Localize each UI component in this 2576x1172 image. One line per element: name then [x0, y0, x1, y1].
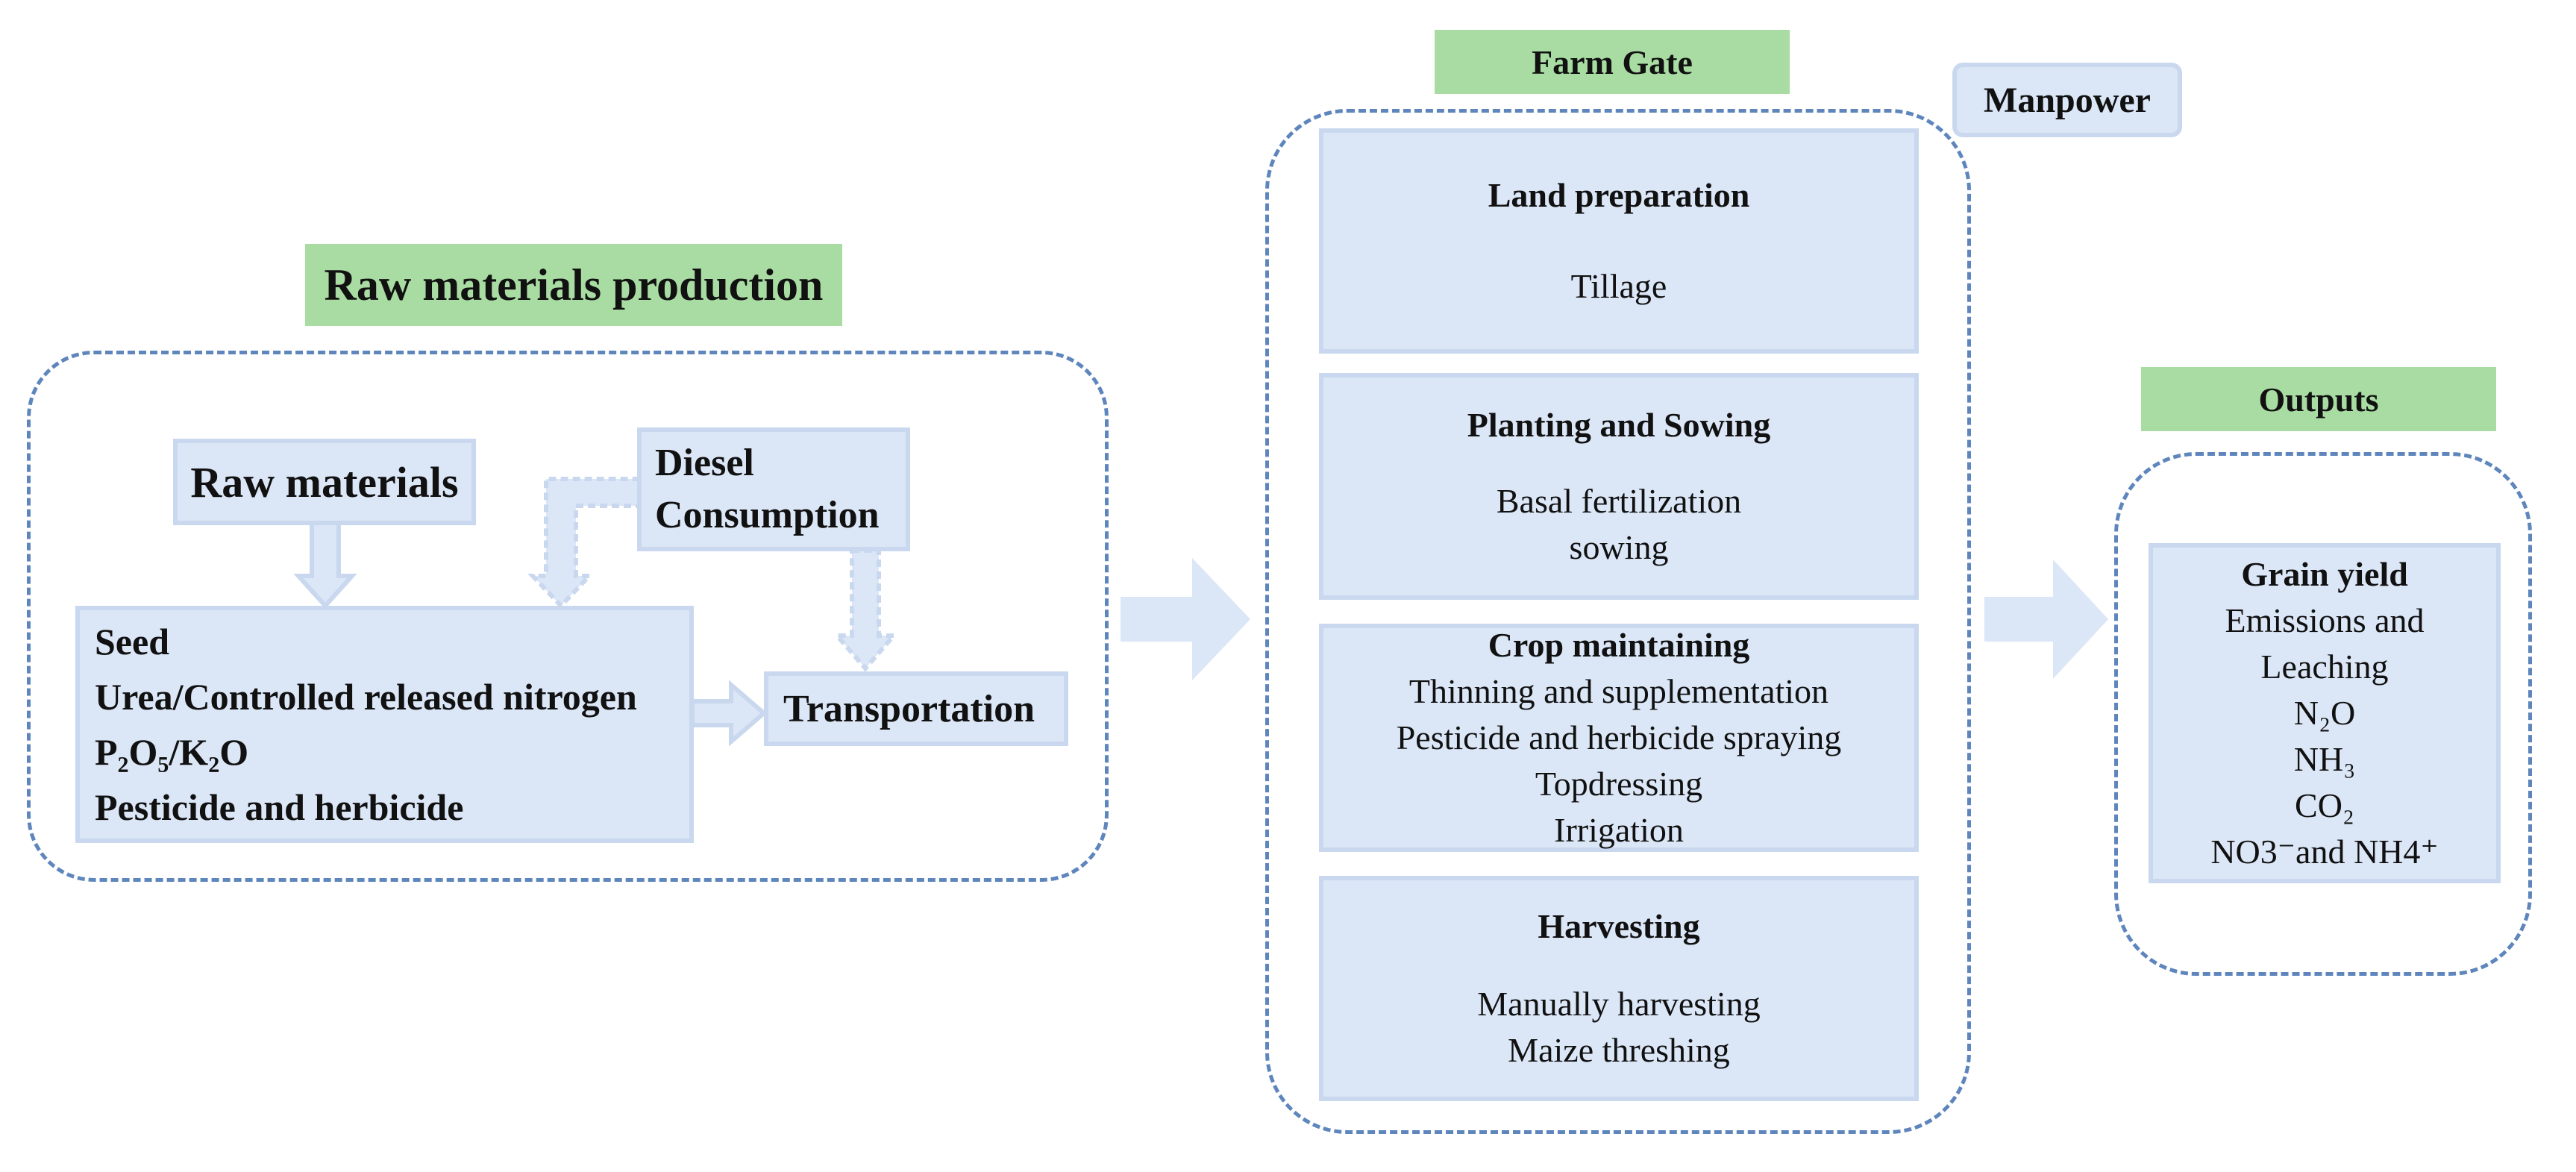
raw-section-container [27, 351, 1109, 882]
output-leaching: Leaching [2260, 648, 2389, 686]
outputs-title: Outputs [2141, 367, 2496, 431]
input-urea: Urea/Controlled released nitrogen [95, 676, 637, 718]
stage-title: Land preparation [1488, 176, 1750, 214]
outputs-box: Grain yield Emissions and Leaching N₂O N… [2149, 543, 2501, 883]
stage-harvesting: Harvesting Manually harvesting Maize thr… [1319, 876, 1919, 1101]
diesel-label-2: Consumption [655, 494, 880, 536]
stage-item: Pesticide and herbicide spraying [1396, 718, 1842, 756]
stage-item: Topdressing [1535, 765, 1703, 803]
manpower-box: Manpower [1952, 63, 2182, 137]
raw-materials-box: Raw materials [173, 439, 476, 525]
farm-gate-container [1265, 109, 1971, 1134]
output-emissions: Emissions and [2225, 601, 2425, 639]
arrow-inputs-to-transport [690, 680, 768, 747]
inputs-box: Seed Urea/Controlled released nitrogen P… [75, 606, 694, 843]
transportation-box: Transportation [764, 671, 1068, 746]
input-p2o5-k2o: P₂O₅/K₂O [95, 731, 249, 773]
arrow-raw-to-farm [1121, 558, 1250, 680]
stage-item: Tillage [1570, 267, 1667, 305]
arrow-farm-to-outputs [1984, 560, 2108, 679]
arrow-diesel-to-inputs [527, 477, 642, 609]
output-grain-yield: Grain yield [2241, 555, 2408, 593]
arrow-diesel-to-transport [832, 548, 899, 672]
raw-materials-label: Raw materials [190, 457, 459, 507]
manpower-label: Manpower [1984, 80, 2151, 120]
outputs-container [2114, 452, 2532, 976]
diesel-label-1: Diesel [655, 442, 754, 484]
input-pesticide: Pesticide and herbicide [95, 786, 464, 828]
arrow-raw-to-inputs [293, 520, 357, 609]
stage-item: Maize threshing [1508, 1031, 1730, 1069]
stage-item: Manually harvesting [1477, 985, 1761, 1023]
output-no3-nh4: NO3⁻and NH4⁺ [2210, 833, 2439, 871]
output-co2: CO₂ [2295, 786, 2354, 824]
stage-item: Basal fertilization [1496, 482, 1742, 520]
stage-planting-sowing: Planting and Sowing Basal fertilization … [1319, 373, 1919, 600]
stage-title: Planting and Sowing [1467, 406, 1771, 444]
transportation-label: Transportation [783, 687, 1035, 730]
stage-title: Harvesting [1538, 907, 1700, 945]
stage-title: Crop maintaining [1488, 626, 1750, 664]
stage-item: Irrigation [1554, 811, 1684, 849]
stage-item: sowing [1569, 528, 1669, 566]
diesel-box: Diesel Consumption [637, 427, 910, 551]
output-nh3: NH₃ [2293, 740, 2356, 778]
stage-item: Thinning and supplementation [1408, 672, 1829, 710]
stage-crop-maintaining: Crop maintaining Thinning and supplement… [1319, 624, 1919, 852]
stage-land-preparation: Land preparation Tillage [1319, 128, 1919, 354]
output-n2o: N₂O [2293, 694, 2356, 732]
farm-gate-title: Farm Gate [1435, 30, 1790, 94]
raw-section-title: Raw materials production [305, 244, 842, 326]
input-seed: Seed [95, 621, 169, 662]
